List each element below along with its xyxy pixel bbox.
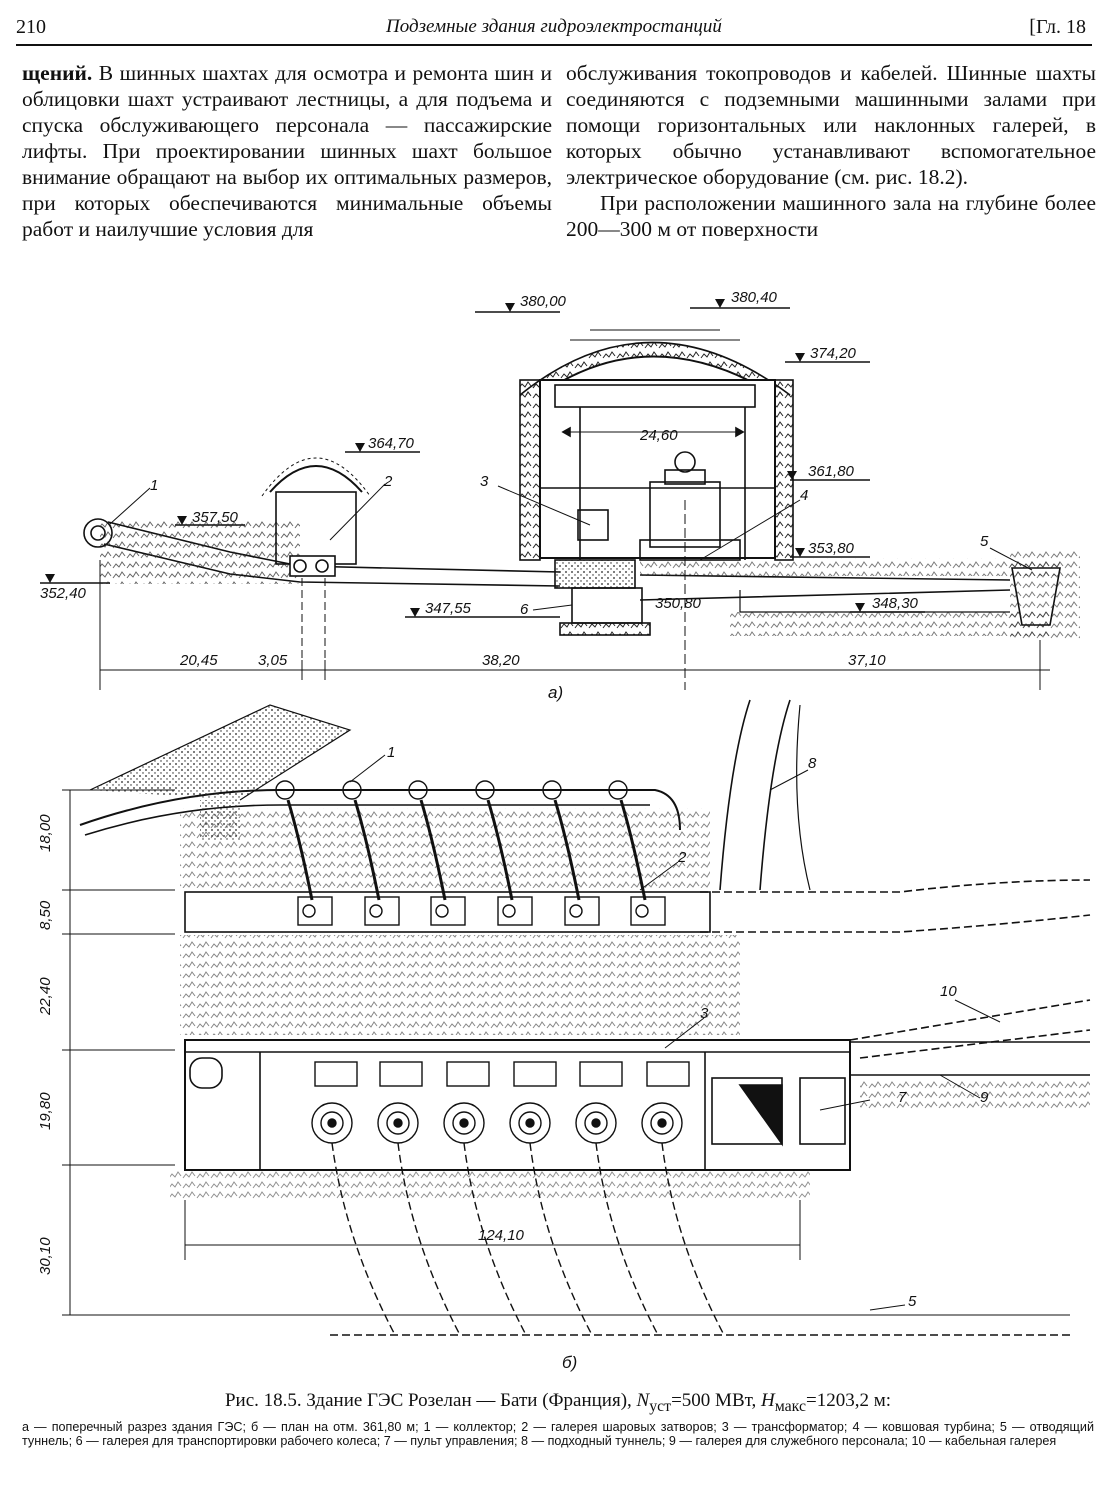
running-header: 210 Подземные здания гидроэлектростанций… [16,8,1092,46]
unit-1 [275,780,396,1336]
dim-3-05: 3,05 [258,652,288,669]
unit-3 [408,780,527,1336]
dim-19-80: 19,80 [37,1092,54,1130]
callout-4: 4 [800,487,808,504]
text-column-left: щений. В шинных шахтах для осмотра и рем… [22,60,552,242]
elev-374-20: 374,20 [810,345,857,362]
callout-3: 3 [480,473,489,490]
callout-1: 1 [150,477,158,494]
elev-380-00: 380,00 [520,293,567,310]
callout-10: 10 [940,983,957,1000]
elev-352-40: 352,40 [40,585,87,602]
callout-9: 9 [980,1089,989,1106]
paragraph-text: В шинных шахтах для осмотра и ремонта ши… [22,61,552,241]
caption-title-text: Рис. 18.5. Здание ГЭС Розелан — Бати (Фр… [224,1390,637,1411]
n-symbol: N [636,1390,650,1411]
elev-353-80: 353,80 [808,540,855,557]
n-subscript: уст [649,1397,672,1415]
sublabel-a: а) [548,683,563,702]
figure-caption: Рис. 18.5. Здание ГЭС Розелан — Бати (Фр… [22,1390,1094,1449]
elev-357-50: 357,50 [192,509,239,526]
section-a [40,307,1080,690]
unit-6 [608,780,725,1336]
dim-124-10: 124,10 [478,1227,525,1244]
section-a-labels: 380,00 380,40 374,20 364,70 361,80 357,5… [40,289,989,702]
dim-30-10: 30,10 [37,1237,54,1275]
n-value: =500 МВт, [671,1390,761,1411]
elevation-marks [45,299,865,617]
elev-350-80: 350,80 [655,595,702,612]
h-symbol: H [761,1390,775,1411]
unit-4 [475,780,593,1336]
callout-8: 8 [808,755,817,772]
callout-5: 5 [908,1293,917,1310]
dim-18-00: 18,00 [37,814,54,852]
callout-6: 6 [520,601,529,618]
callout-2: 2 [677,849,687,866]
caption-legend: а — поперечный разрез здания ГЭС; б — пл… [22,1419,1094,1449]
elev-364-70: 364,70 [368,435,415,452]
dim-20-45: 20,45 [179,652,218,669]
elev-348-30: 348,30 [872,595,919,612]
paragraph: обслуживания токопроводов и кабелей. Шин… [566,61,1096,189]
callout-5: 5 [980,533,989,550]
elev-361-80: 361,80 [808,463,855,480]
dim-37-10: 37,10 [848,652,886,669]
h-subscript: макс [774,1397,806,1415]
lead-word: щений. [22,61,93,85]
sublabel-b: б) [562,1353,577,1372]
plan-b-labels: 18,00 8,50 22,40 19,80 30,10 124,10 1 2 … [37,744,989,1372]
dim-38-20: 38,20 [482,652,520,669]
caption-title: Рис. 18.5. Здание ГЭС Розелан — Бати (Фр… [22,1390,1094,1418]
dim-24-60: 24,60 [639,427,678,444]
callout-2: 2 [383,473,393,490]
unit-2 [342,780,461,1336]
paragraph: щений. В шинных шахтах для осмотра и рем… [22,60,552,242]
plan-b [62,699,1091,1316]
unit-5 [542,780,659,1336]
elev-347-55: 347,55 [425,600,472,617]
running-title: Подземные здания гидроэлектростанций [386,16,722,37]
callout-7: 7 [898,1089,907,1106]
callout-3: 3 [700,1005,709,1022]
elev-380-40: 380,40 [731,289,778,306]
chapter-marker: [Гл. 18 [1029,16,1086,38]
dim-22-40: 22,40 [37,977,54,1016]
page-number: 210 [16,16,46,38]
dim-8-50: 8,50 [37,900,54,930]
paragraph: При расположении машинного зала на глуби… [566,191,1096,241]
figure-18-5: 380,00 380,40 374,20 364,70 361,80 357,5… [37,289,1091,1372]
generating-units [275,780,1070,1336]
text-column-right: обслуживания токопроводов и кабелей. Шин… [566,60,1096,242]
callout-1: 1 [387,744,395,761]
h-value: =1203,2 м: [806,1390,892,1411]
